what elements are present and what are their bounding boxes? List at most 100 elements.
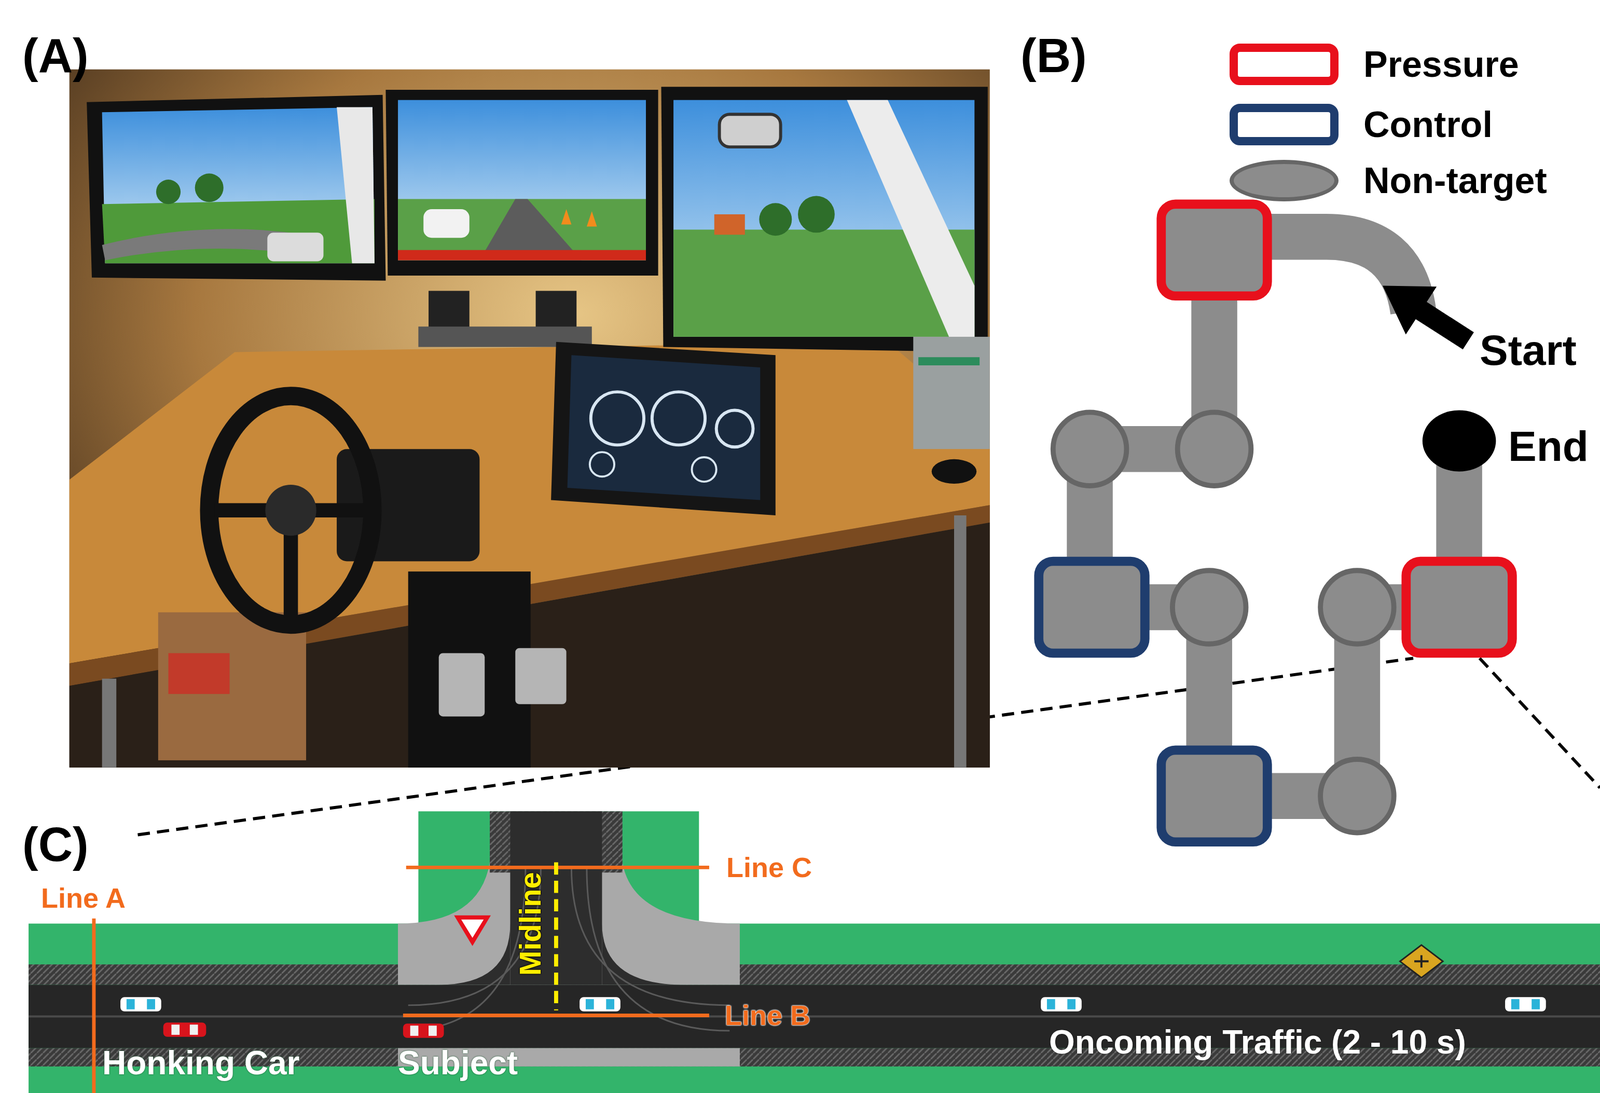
non-target-circle [1177,411,1252,486]
map-label: End [1508,422,1589,470]
legend-swatch [1229,103,1339,146]
simulator-photo [716,409,754,447]
non-target-circle [1320,759,1395,833]
oncoming-car [1067,998,1076,1010]
simulator-photo [714,214,746,235]
simulator-photo [586,211,598,227]
simulator-photo [428,290,470,332]
leader-line [1479,657,1600,788]
simulator-photo [156,179,181,204]
simulator-photo [692,457,717,482]
oncoming-car [1511,998,1520,1010]
simulator-photo [719,114,781,147]
simulator-photo [846,100,975,337]
midline-label: Midline [513,871,547,976]
legend-row: Control [1229,103,1493,146]
car-label: Subject [397,1044,518,1081]
simulator-photo [561,209,572,225]
simulator-photo [759,202,792,236]
simulator-photo [931,459,977,484]
control-square [1038,561,1268,843]
simulator-photo [102,678,117,768]
pressure-square [1405,561,1513,654]
simulator-photo [661,86,988,352]
simulator-photo [515,647,567,705]
oncoming-car [579,996,621,1012]
simulator-photo [69,69,990,768]
intersection-scheme [28,923,1600,1093]
map-label: Start [1479,326,1577,374]
intersection-scheme [408,866,730,1031]
red-car [403,1023,445,1038]
line-label: Line C [726,851,812,883]
line-label: Line A [40,882,126,914]
oncoming-car [120,996,162,1012]
simulator-photo [102,198,375,264]
simulator-photo [385,89,658,276]
oncoming-car [1505,996,1547,1012]
simulator-photo [589,451,615,477]
simulator-photo [102,106,375,264]
simulator-photo [397,250,646,261]
red-car [410,1025,419,1036]
panel-label: (A) [22,29,89,82]
oncoming-car [605,998,615,1010]
non-target-circle [1172,570,1247,644]
oncoming-car [146,998,156,1010]
simulator-photo [438,652,486,716]
intersection-scheme [601,923,684,985]
legend-row: Non-target [1229,159,1548,202]
legend-text: Control [1363,104,1493,145]
simulator-photo [158,612,307,761]
red-car [171,1024,180,1035]
traffic-label: Oncoming Traffic (2 - 10 s) [1049,1023,1467,1060]
simulator-photo [535,290,577,332]
midline [554,862,559,1011]
intersection-scheme [28,810,1600,1093]
simulator-photo [550,341,776,516]
control-square [1161,749,1268,842]
start-arrow [1382,285,1474,350]
pressure-square [1161,203,1268,296]
simulator-photo [673,100,975,337]
red-car [428,1025,437,1036]
car-label: Honking Car [102,1044,300,1081]
oncoming-car [585,998,595,1010]
legend-swatch [1229,43,1339,86]
oncoming-car [1531,998,1540,1010]
intersection-scheme [28,963,1600,985]
simulator-photo [69,69,990,768]
red-car [189,1024,199,1035]
measurement-line [92,918,96,1093]
oncoming-car [1040,996,1082,1012]
route-map [1038,203,1513,842]
simulator-photo [195,173,224,202]
oncoming-car [120,996,1547,1012]
non-target-circle [1320,570,1395,644]
end-marker [1422,409,1497,472]
red-car [163,1022,207,1037]
warning-sign [1400,944,1444,978]
simulator-photo [797,196,835,233]
simulator-photo [168,652,230,694]
simulator-photo [652,391,706,445]
simulator-photo [336,106,375,264]
simulator-photo [86,94,386,281]
simulator-photo [590,391,644,445]
measurement-line [403,1013,710,1017]
oncoming-car [126,998,135,1010]
simulator-photo [954,515,967,768]
intersection-scheme [586,866,730,1031]
intersection-scheme [461,919,484,938]
panel-label: (C) [22,818,89,871]
control-square [1038,561,1146,654]
legend-text: Non-target [1363,160,1548,201]
oncoming-car [1046,998,1056,1010]
intersection-scheme [408,866,526,1031]
simulator-photo [408,571,531,768]
simulator-photo [567,354,761,500]
simulator-photo [397,100,646,261]
intersection-scheme [28,1015,1600,1018]
line-label: Line B [724,999,811,1031]
